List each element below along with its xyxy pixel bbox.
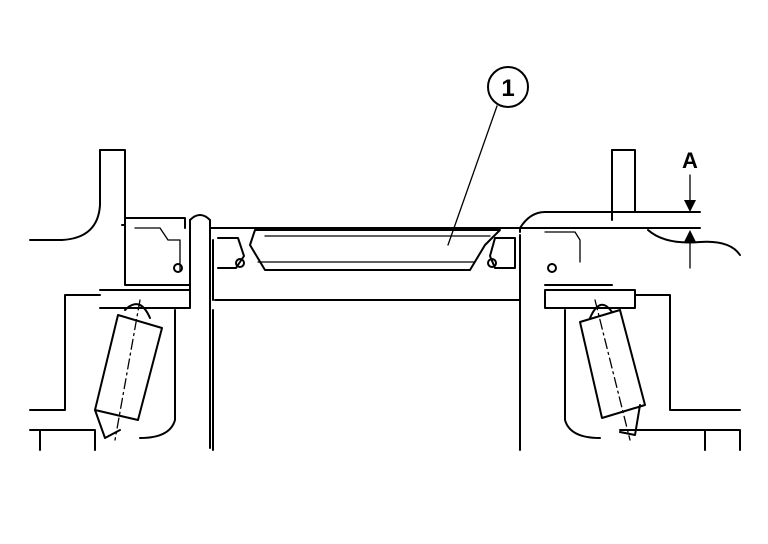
dimension-label: A <box>682 148 698 173</box>
dimension-a: A <box>682 148 698 269</box>
left-housing <box>29 149 191 451</box>
oil-seal <box>217 229 516 271</box>
center-shaft <box>189 214 521 451</box>
arrow-down-icon <box>684 200 696 212</box>
left-bearing <box>94 299 163 441</box>
callout-number: 1 <box>501 75 514 102</box>
right-bearing <box>579 299 646 441</box>
arrow-up-icon <box>684 230 696 242</box>
right-housing <box>519 149 741 451</box>
callout-part-1: 1 <box>447 66 529 246</box>
